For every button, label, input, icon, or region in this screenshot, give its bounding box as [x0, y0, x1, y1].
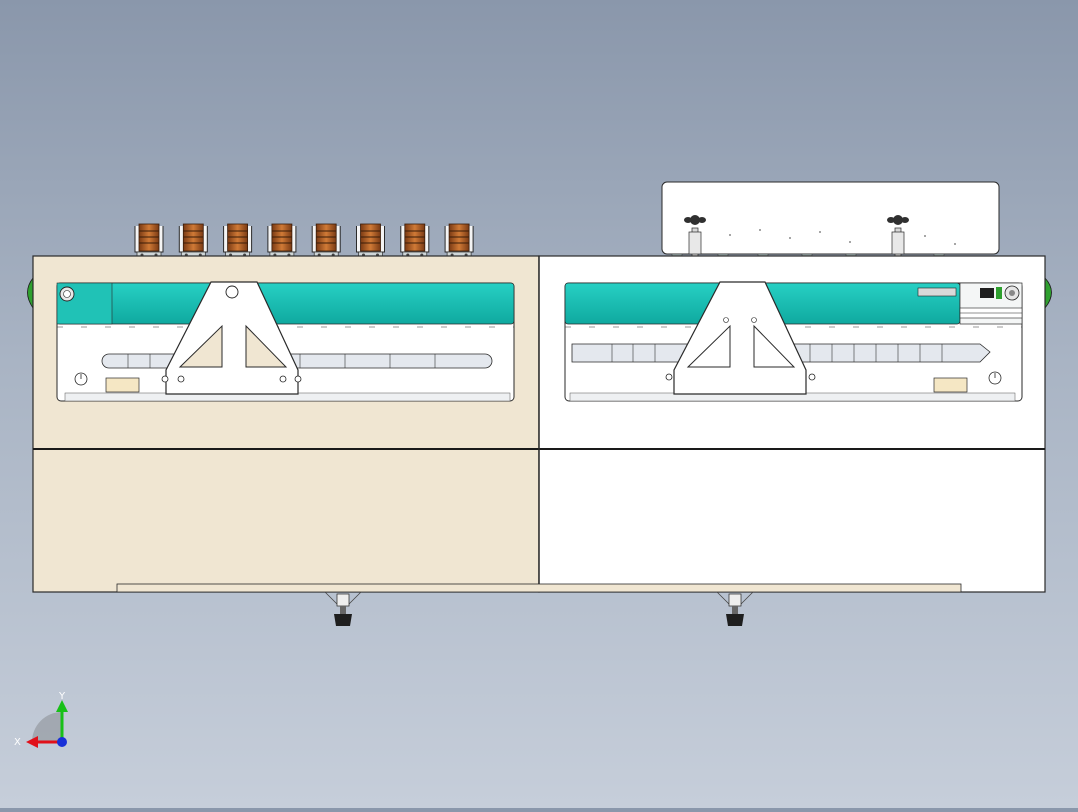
roller-holders [134, 223, 474, 259]
axis-y-label: Y [58, 691, 66, 702]
axis-x-label: X [14, 737, 21, 748]
bottom-rail [116, 583, 962, 593]
roller-holder [400, 223, 430, 259]
gauge-icon [59, 286, 1002, 386]
roller-holder [178, 223, 208, 259]
roller-holder [267, 223, 297, 259]
roller-holder [444, 223, 474, 259]
motor-icon [917, 282, 1023, 325]
roller-holder [134, 223, 164, 259]
a-frame-bracket-right [665, 281, 816, 395]
knob-icon [684, 215, 909, 269]
leveling-feet [324, 591, 754, 626]
side-wheel-right [1044, 276, 1052, 310]
side-wheel-left [27, 276, 34, 310]
a-frame-bracket-left [161, 281, 302, 395]
roller-holder [356, 223, 385, 259]
roller-holder [223, 223, 253, 259]
roller-holder [311, 223, 341, 259]
top-cover [661, 181, 1000, 255]
axis-triad-icon: Y X [14, 691, 68, 748]
